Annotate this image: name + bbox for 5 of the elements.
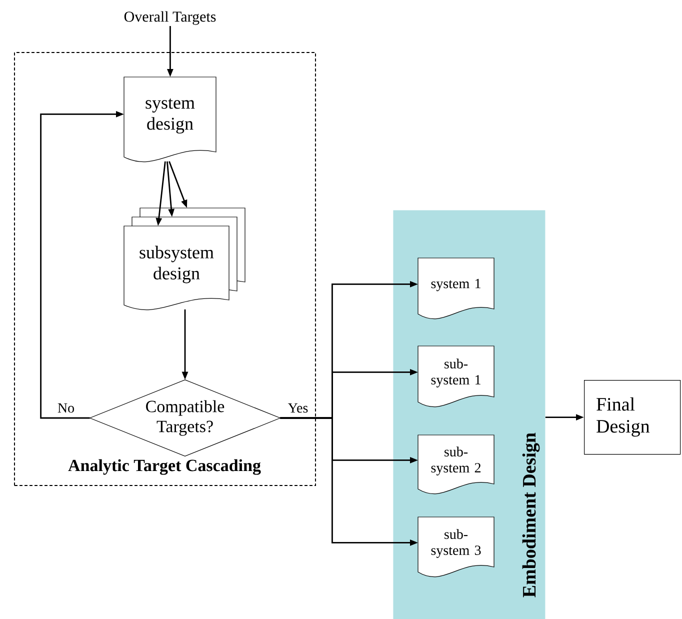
stacked-document: subsystem design	[124, 208, 246, 310]
edge-label: No	[58, 403, 74, 413]
text-label: Overall Targets	[124, 11, 216, 25]
edge-label: Yes	[288, 403, 308, 413]
process-box: Final Design	[584, 380, 681, 455]
